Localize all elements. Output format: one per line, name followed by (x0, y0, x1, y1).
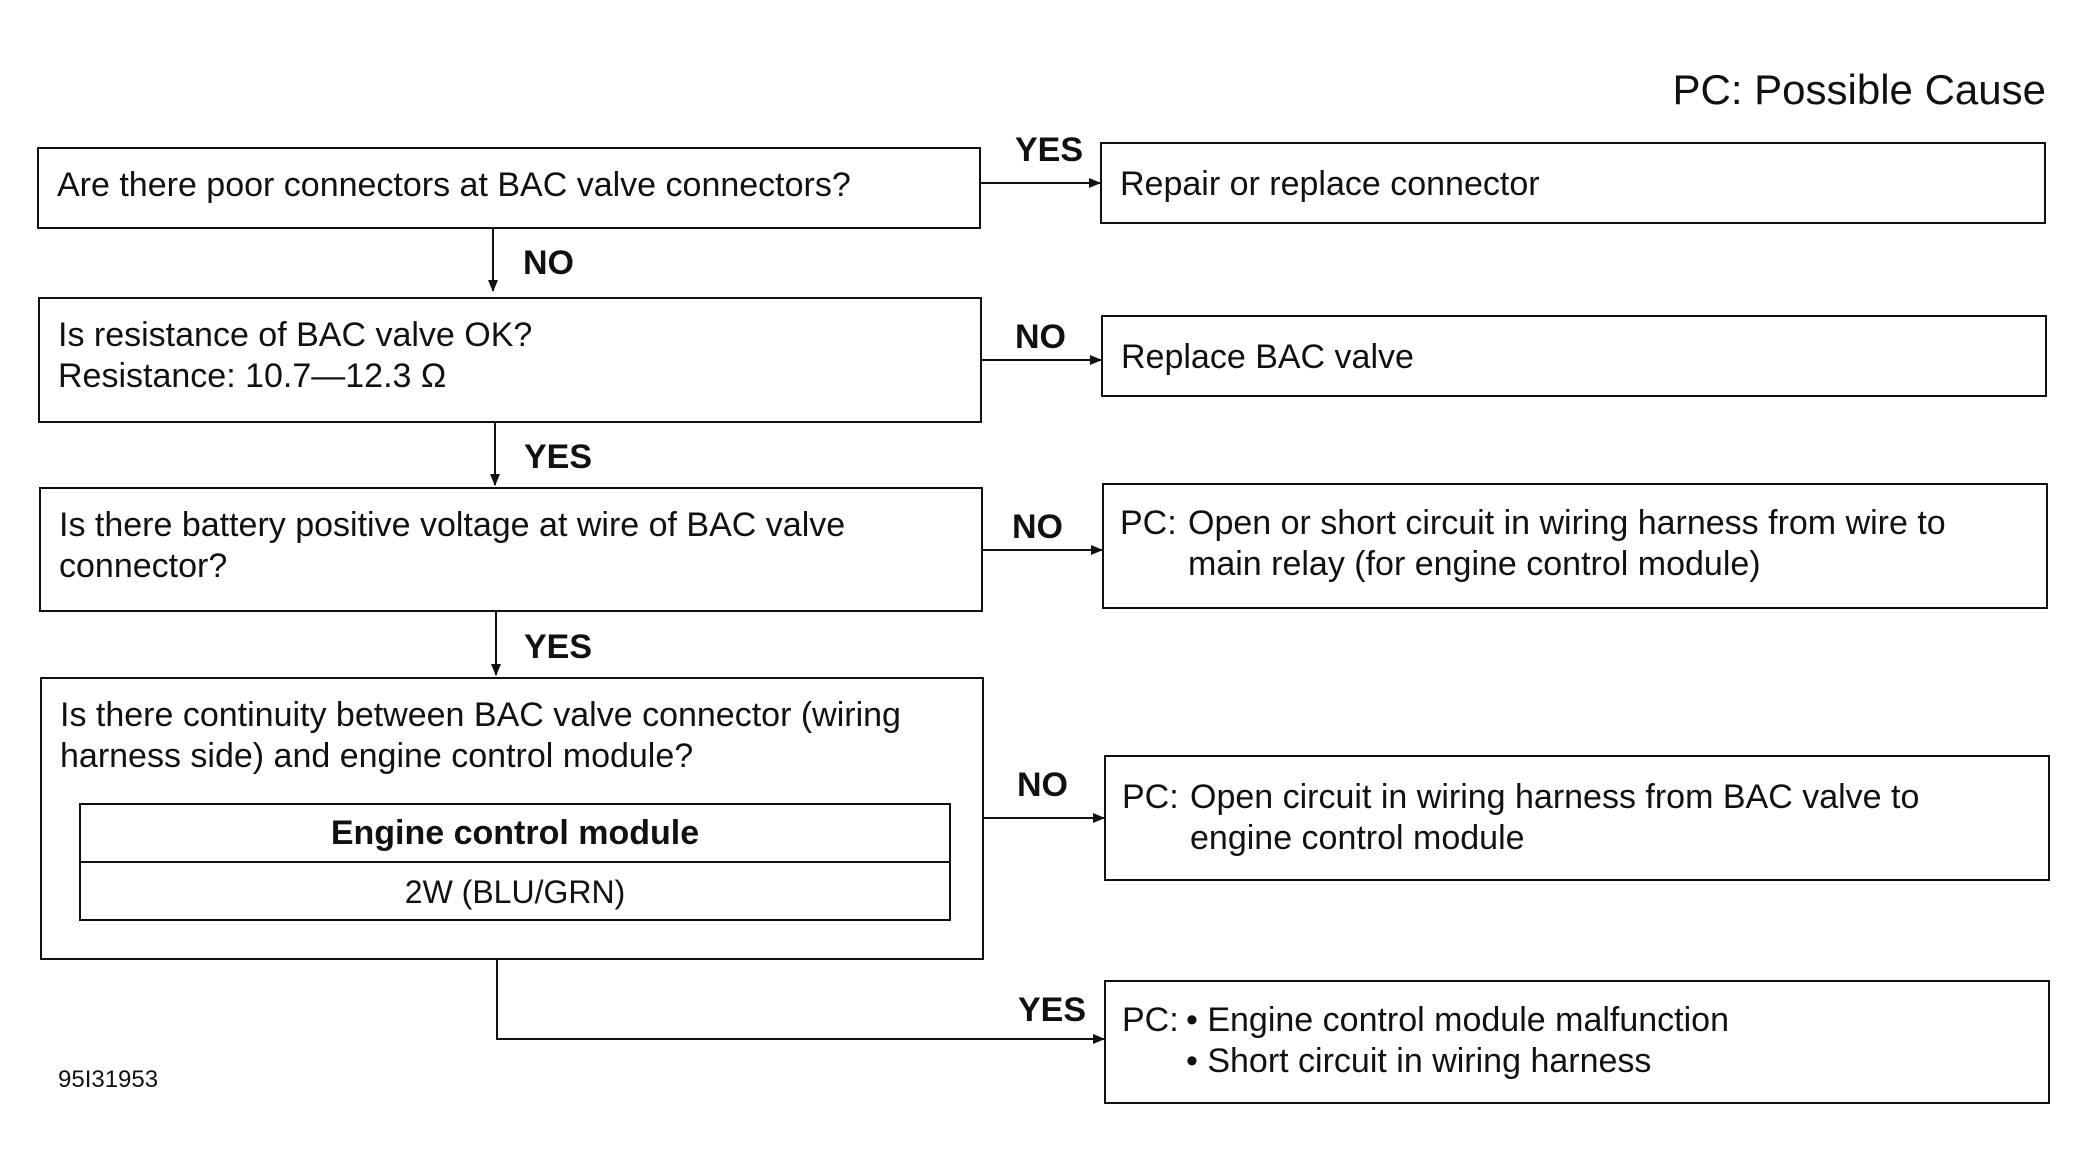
terminal-table: Engine control module 2W (BLU/GRN) (79, 803, 951, 921)
question-4-line-2: harness side) and engine control module? (60, 737, 694, 775)
figure-code: 95I31953 (58, 1066, 159, 1093)
label-q2-no: NO (1015, 318, 1066, 356)
result-5-line-2: • Short circuit in wiring harness (1186, 1042, 1652, 1080)
result-1-text: Repair or replace connector (1120, 165, 1540, 203)
result-box-4: PC: Open circuit in wiring harness from … (1104, 755, 2050, 881)
result-3-line-2: main relay (for engine control module) (1188, 545, 1761, 583)
result-2-text: Replace BAC valve (1121, 338, 1414, 376)
result-box-2: Replace BAC valve (1101, 315, 2047, 397)
label-q4-yes: YES (1018, 991, 1087, 1029)
question-2-line-1: Is resistance of BAC valve OK? (58, 316, 533, 354)
question-box-4: Is there continuity between BAC valve co… (40, 677, 984, 960)
result-3-line-1: Open or short circuit in wiring harness … (1188, 504, 1946, 542)
result-5-prefix: PC: (1122, 1001, 1179, 1039)
terminal-table-value: 2W (BLU/GRN) (404, 874, 626, 910)
result-box-3: PC: Open or short circuit in wiring harn… (1102, 483, 2048, 609)
label-q1-no: NO (523, 244, 574, 282)
label-q3-yes: YES (524, 628, 593, 666)
result-4-prefix: PC: (1122, 778, 1179, 816)
question-1-text: Are there poor connectors at BAC valve c… (57, 166, 851, 204)
result-4-line-2: engine control module (1190, 819, 1525, 857)
arrow-q4-yes (496, 960, 1105, 1044)
question-box-1: Are there poor connectors at BAC valve c… (37, 147, 981, 229)
question-3-line-2: connector? (59, 547, 228, 585)
result-4-line-1: Open circuit in wiring harness from BAC … (1190, 778, 1920, 816)
legend: PC: Possible Cause (1672, 66, 2046, 113)
question-2-line-2: Resistance: 10.7—12.3 Ω (58, 357, 447, 395)
result-3-prefix: PC: (1120, 504, 1177, 542)
label-q3-no: NO (1012, 508, 1063, 546)
question-3-line-1: Is there battery positive voltage at wir… (59, 506, 846, 544)
question-box-3: Is there battery positive voltage at wir… (39, 487, 983, 612)
result-5-line-1: • Engine control module malfunction (1186, 1001, 1729, 1039)
question-box-2: Is resistance of BAC valve OK? Resistanc… (38, 297, 982, 423)
label-q1-yes: YES (1015, 131, 1084, 169)
terminal-table-header: Engine control module (81, 805, 949, 863)
question-4-line-1: Is there continuity between BAC valve co… (60, 696, 901, 734)
label-q4-no: NO (1017, 766, 1068, 804)
result-box-5: PC: • Engine control module malfunction … (1104, 980, 2050, 1104)
label-q2-yes: YES (524, 438, 593, 476)
result-box-1: Repair or replace connector (1100, 142, 2046, 224)
